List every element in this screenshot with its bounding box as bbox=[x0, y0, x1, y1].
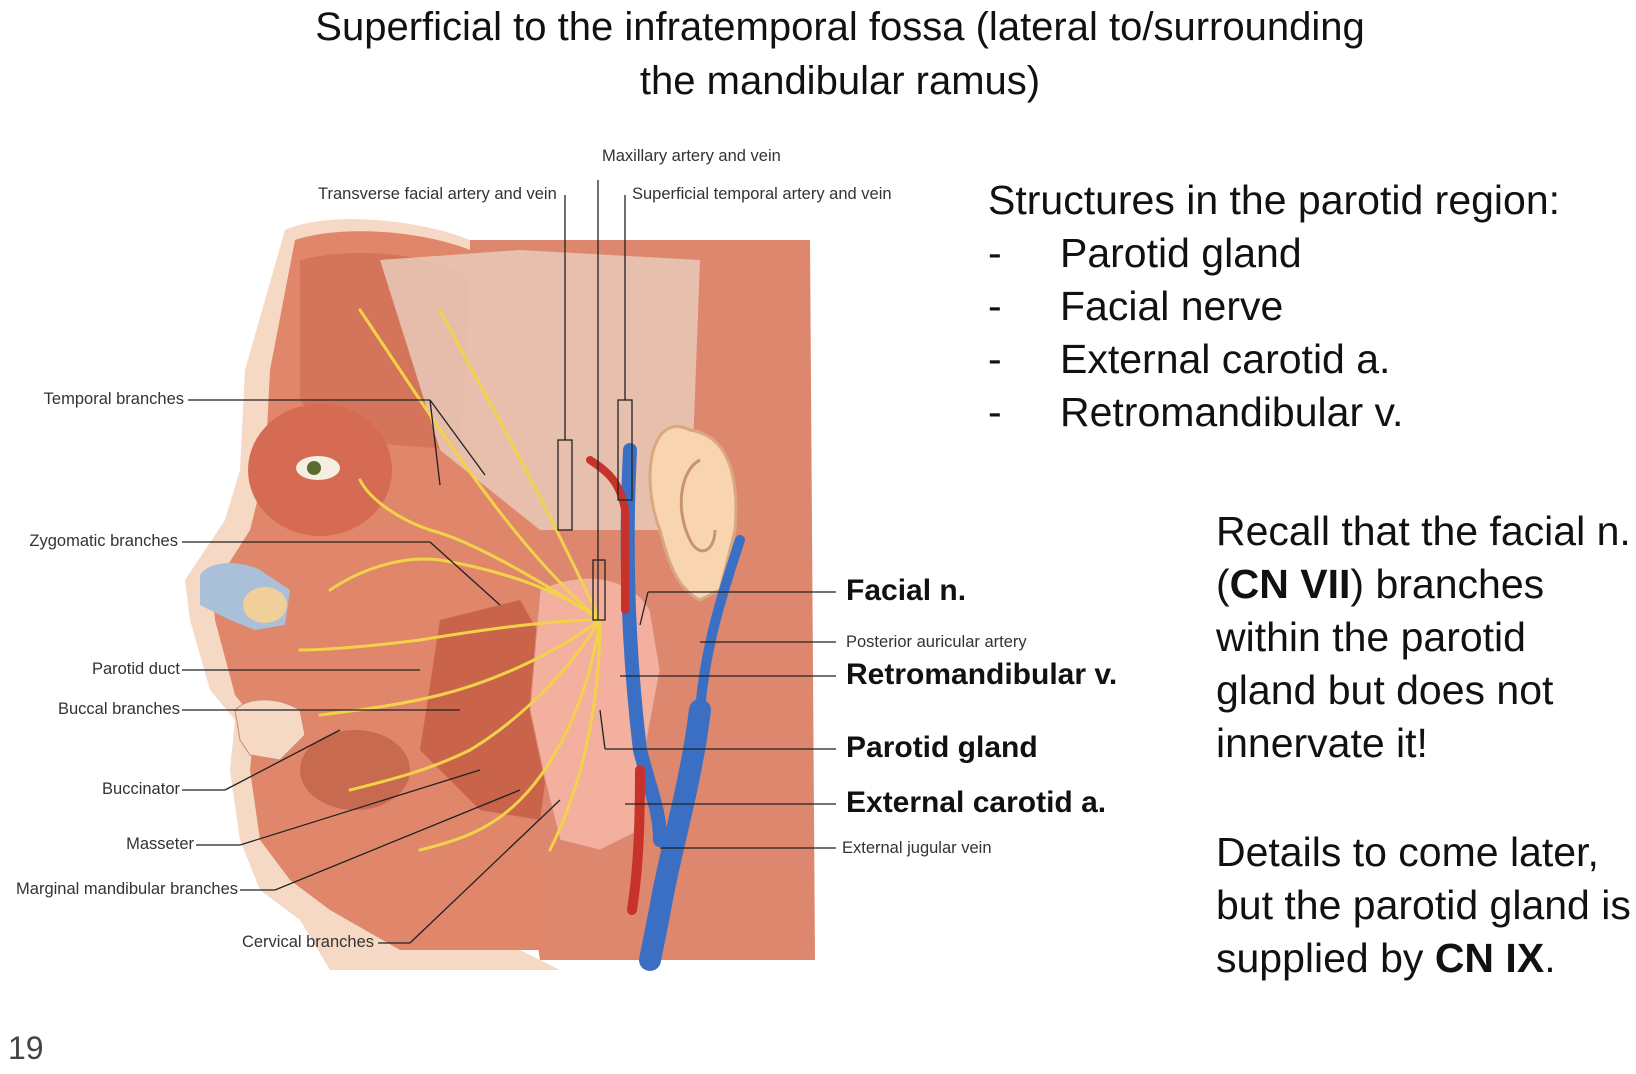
label-leader-lines bbox=[182, 180, 836, 944]
recall-text-2: ) branches within the parotid gland but … bbox=[1216, 561, 1554, 766]
label-external-carotid-artery: External carotid a. bbox=[846, 786, 1107, 819]
structures-items: - Parotid gland - Facial nerve - External c… bbox=[988, 227, 1560, 439]
recall-note: Recall that the facial n. (CN VII) branc… bbox=[1216, 505, 1636, 770]
label-parotid-duct: Parotid duct bbox=[91, 660, 180, 678]
list-item-label: External carotid a. bbox=[1060, 336, 1391, 382]
list-item: - Retromandibular v. bbox=[988, 386, 1560, 439]
list-item: - Facial nerve bbox=[988, 280, 1560, 333]
details-note: Details to come later, but the parotid g… bbox=[1216, 826, 1636, 985]
label-external-jugular-vein: External jugular vein bbox=[842, 839, 992, 857]
list-item-label: Facial nerve bbox=[1060, 283, 1284, 329]
label-temporal-branches: Temporal branches bbox=[43, 390, 184, 408]
lips bbox=[234, 699, 306, 761]
label-buccinator: Buccinator bbox=[102, 780, 180, 798]
recall-cn-vii: CN VII bbox=[1229, 561, 1351, 607]
label-marginal-mandibular-branches: Marginal mandibular branches bbox=[16, 880, 238, 898]
label-facial-nerve: Facial n. bbox=[846, 574, 967, 607]
external-carotid-artery bbox=[627, 765, 645, 915]
bullet-dash: - bbox=[988, 283, 1002, 329]
slide-title: Superficial to the infratemporal fossa (… bbox=[190, 0, 1490, 108]
posterior-auricular-vein bbox=[695, 535, 745, 715]
label-maxillary-artery-vein: Maxillary artery and vein bbox=[602, 147, 781, 165]
list-item-label: Parotid gland bbox=[1060, 230, 1302, 276]
label-cervical-branches: Cervical branches bbox=[241, 933, 374, 951]
label-buccal-branches: Buccal branches bbox=[58, 700, 180, 718]
label-posterior-auricular-artery: Posterior auricular artery bbox=[846, 633, 1027, 651]
structures-list: Structures in the parotid region: - Parot… bbox=[988, 174, 1560, 439]
list-item: - Parotid gland bbox=[988, 227, 1560, 280]
recall-text-1: Recall that the facial n. ( bbox=[1216, 508, 1631, 607]
list-item: - External carotid a. bbox=[988, 333, 1560, 386]
structures-heading: Structures in the parotid region: bbox=[988, 177, 1561, 223]
details-cn-ix: CN IX bbox=[1434, 935, 1545, 981]
details-text-2: . bbox=[1544, 935, 1556, 981]
list-item-label: Retromandibular v. bbox=[1060, 389, 1404, 435]
page-number: 19 bbox=[8, 1030, 44, 1066]
slide-title-line-1: Superficial to the infratemporal fossa (… bbox=[315, 5, 1365, 49]
label-zygomatic-branches: Zygomatic branches bbox=[29, 532, 178, 550]
bullet-dash: - bbox=[988, 230, 1002, 276]
bullet-dash: - bbox=[988, 336, 1002, 382]
masseter-muscle bbox=[420, 600, 560, 820]
external-jugular-vein bbox=[639, 699, 711, 971]
bullet-dash: - bbox=[988, 389, 1002, 435]
anatomy-figure: Maxillary artery and vein Transverse fac… bbox=[0, 147, 1160, 1010]
details-text-1: Details to come later, but the parotid g… bbox=[1216, 829, 1631, 981]
slide-title-line-2: the mandibular ramus) bbox=[639, 59, 1041, 103]
label-superficial-temporal-artery-vein: Superficial temporal artery and vein bbox=[632, 185, 892, 203]
label-transverse-facial-artery-vein: Transverse facial artery and vein bbox=[318, 185, 557, 203]
label-parotid-gland: Parotid gland bbox=[846, 731, 1038, 764]
superficial-temporal-artery bbox=[586, 456, 629, 614]
label-retromandibular-vein: Retromandibular v. bbox=[846, 658, 1118, 691]
ear bbox=[648, 425, 738, 602]
parotid-region-illustration bbox=[182, 180, 836, 971]
label-masseter: Masseter bbox=[126, 835, 194, 853]
buccinator-muscle bbox=[300, 730, 410, 810]
